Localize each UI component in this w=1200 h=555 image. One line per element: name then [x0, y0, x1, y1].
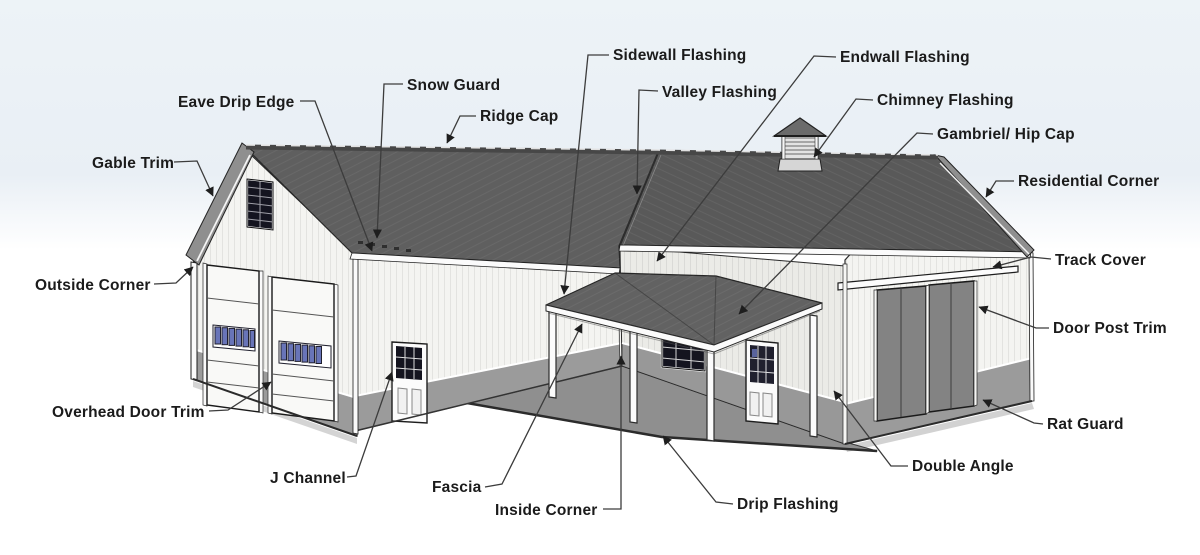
label-valley-flashing: Valley Flashing — [662, 84, 777, 101]
label-residential-corner: Residential Corner — [1018, 173, 1160, 190]
garage-door-2 — [267, 275, 339, 423]
wing-eave-trim — [618, 244, 1032, 259]
leader-chimney-flashing — [813, 98, 874, 158]
label-chimney-flashing: Chimney Flashing — [877, 92, 1014, 109]
leader-gable-trim — [173, 160, 214, 197]
leader-residential-corner — [985, 180, 1014, 198]
main-roof — [185, 142, 659, 275]
label-snow-guard: Snow Guard — [407, 77, 501, 94]
leader-valley-flashing — [632, 89, 659, 195]
sidewall-entry-door — [391, 341, 428, 424]
leader-j-channel — [346, 371, 394, 478]
label-gambriel-hip-cap: Gambriel/ Hip Cap — [937, 126, 1075, 143]
wing-rake-trim — [933, 154, 1035, 258]
garage-door-1 — [202, 262, 264, 414]
leader-endwall-flashing — [656, 55, 837, 262]
leader-gambriel-hip-cap — [738, 132, 934, 315]
label-outside-corner: Outside Corner — [35, 277, 151, 294]
door-post-trim-strip — [873, 280, 978, 422]
label-endwall-flashing: Endwall Flashing — [840, 49, 970, 66]
leader-outside-corner — [153, 266, 194, 285]
label-track-cover: Track Cover — [1055, 252, 1146, 269]
leader-lines — [153, 54, 1052, 510]
left-gable-face — [190, 149, 359, 437]
wing-roof — [618, 152, 1035, 259]
leader-fascia — [484, 323, 583, 488]
ridge-cap-line — [245, 144, 939, 160]
porch-roof — [545, 272, 823, 355]
porch-posts — [548, 307, 818, 442]
track-cover-beam — [837, 265, 1019, 291]
label-inside-corner: Inside Corner — [495, 502, 598, 519]
label-fascia: Fascia — [432, 479, 482, 496]
leader-track-cover — [992, 256, 1052, 270]
leader-snow-guard — [372, 83, 403, 239]
porch-fascia — [545, 302, 823, 353]
leader-overhead-door-trim — [208, 381, 272, 412]
leader-sidewall-flashing — [560, 54, 609, 295]
leader-inside-corner — [603, 355, 626, 510]
leader-double-angle — [833, 390, 908, 467]
leader-eave-drip-edge — [300, 100, 374, 252]
label-ridge-cap: Ridge Cap — [480, 108, 559, 125]
label-door-post-trim: Door Post Trim — [1053, 320, 1167, 337]
outside-corner-trim — [190, 261, 198, 381]
label-eave-drip-edge: Eave Drip Edge — [178, 94, 295, 111]
leader-ridge-cap — [446, 115, 476, 144]
gable-louver-vent — [245, 177, 275, 232]
valley-line — [619, 152, 659, 246]
label-j-channel: J Channel — [270, 470, 346, 487]
porch-entry-door — [745, 339, 779, 425]
leader-rat-guard — [982, 399, 1044, 425]
sliding-doors — [873, 280, 978, 422]
label-overhead-door-trim: Overhead Door Trim — [52, 404, 205, 421]
cupola — [772, 117, 828, 172]
label-gable-trim: Gable Trim — [92, 155, 175, 172]
leader-door-post-trim — [978, 305, 1049, 329]
label-rat-guard: Rat Guard — [1047, 416, 1124, 433]
label-sidewall-flashing: Sidewall Flashing — [613, 47, 747, 64]
label-drip-flashing: Drip Flashing — [737, 496, 839, 513]
leader-drip-flashing — [662, 435, 734, 505]
label-double-angle: Double Angle — [912, 458, 1014, 475]
